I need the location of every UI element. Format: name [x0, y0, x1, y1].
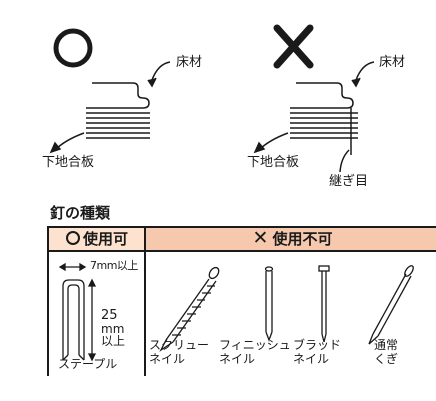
finish-nail-label-line1: フィニッシュ [219, 338, 291, 352]
brad-nail-label-line2: ネイル [293, 351, 330, 366]
common-nail-label-line2: くぎ [374, 351, 399, 366]
ng-floor-board-stack [253, 61, 375, 173]
ng-header-label: 使用不可 [272, 229, 333, 248]
finish-nail-icon [264, 266, 274, 342]
staple-crown-width-label: 7mm以上 [90, 259, 138, 272]
staple-leg-unit: mm [101, 321, 125, 336]
floor-diagrams [49, 24, 375, 173]
ok-circle-icon [65, 231, 80, 245]
brad-nail-label: ブラッド ネイル [293, 338, 342, 367]
nail-table-grid [47, 226, 436, 376]
ok-circle-icon [53, 28, 93, 68]
common-nail-label-line1: 通常 [374, 338, 399, 352]
nail-types-title: 釘の種類 [50, 204, 111, 222]
ng-cross-icon [273, 24, 314, 69]
staple-leg-value: 25 [101, 308, 118, 323]
staple-illustration [58, 262, 97, 362]
screw-nail-icon [159, 266, 220, 352]
staple-leg-length-label: 25 mm 以上 [101, 309, 125, 348]
ok-floor-material-label: 床材 [176, 55, 203, 70]
common-nail-label: 通常 くぎ [374, 338, 399, 367]
screw-nail-label-line2: ネイル [149, 351, 186, 366]
finish-nail-label: フィニッシュ ネイル [219, 338, 291, 367]
brad-nail-label-line1: ブラッド [293, 338, 342, 352]
ok-header-label: 使用可 [82, 229, 128, 248]
screw-nail-label: スクリュー ネイル [149, 338, 210, 367]
nail-types-table: 使用可 ✕ 使用不可 7mm以上 25 mm 以上 ステープル [47, 226, 436, 376]
ng-nails-illustration [159, 265, 414, 352]
ok-subfloor-label: 下地合板 [42, 155, 95, 170]
ok-floor-board-stack [49, 61, 171, 154]
ng-floor-material-label: 床材 [379, 55, 406, 70]
ng-seam-label: 継ぎ目 [329, 174, 369, 189]
ok-header: 使用可 [49, 226, 145, 250]
finish-nail-label-line2: ネイル [219, 351, 256, 366]
brad-nail-icon [318, 265, 330, 343]
screw-nail-label-line1: スクリュー [149, 338, 210, 352]
staple-name-label: ステープル [58, 357, 118, 371]
ng-cross-icon: ✕ [252, 227, 269, 249]
common-nail-icon [368, 265, 414, 345]
staple-leg-suffix: 以上 [101, 334, 126, 349]
ng-subfloor-label: 下地合板 [247, 155, 300, 170]
ng-header: ✕ 使用不可 [146, 226, 436, 250]
